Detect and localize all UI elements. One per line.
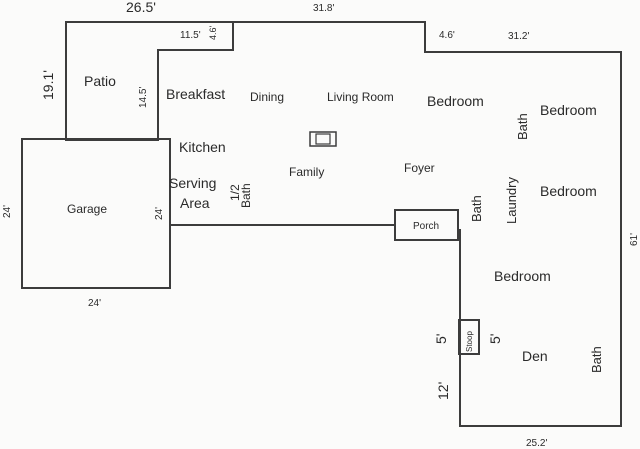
room-living-room: Living Room — [327, 90, 394, 104]
dimension-garage-left: 24' — [2, 205, 13, 218]
room-bath-top: Bath — [515, 113, 530, 140]
room-bedroom-top: Bedroom — [427, 93, 484, 109]
dimension-den-left: 12' — [435, 382, 451, 400]
room-area: Area — [180, 195, 210, 211]
room-family: Family — [289, 165, 324, 179]
room-porch: Porch — [413, 221, 439, 232]
room-half-bath: Bath — [239, 183, 253, 208]
room-foyer: Foyer — [404, 161, 435, 175]
room-patio: Patio — [84, 73, 116, 89]
porch-outline — [394, 209, 459, 241]
dimension-patio-side: 19.1' — [40, 70, 56, 100]
dimension-garage-right: 24' — [154, 207, 165, 220]
dimension-top-left: 26.5' — [126, 0, 156, 15]
room-bedroom-lower: Bedroom — [494, 268, 551, 284]
dimension-stoop-right: 5' — [487, 334, 503, 344]
room-garage: Garage — [67, 202, 107, 216]
dimension-stoop-left: 5' — [433, 334, 449, 344]
room-bath-middle: Bath — [469, 195, 484, 222]
room-bath-bottom: Bath — [589, 346, 604, 373]
room-stoop: Stoop — [465, 331, 474, 352]
room-breakfast: Breakfast — [166, 86, 225, 102]
dimension-top-mid: 31.8' — [313, 3, 334, 14]
dimension-bottom-right: 25.2' — [526, 438, 547, 449]
stoop-outline — [458, 319, 480, 355]
room-half-label: 1/2 — [228, 184, 242, 201]
main-wall — [66, 21, 622, 427]
dimension-top-right: 31.2' — [508, 31, 529, 42]
fireplace-icon — [309, 131, 337, 147]
garage-outline — [21, 138, 171, 289]
dimension-right-side: 61' — [629, 233, 640, 246]
room-bedroom-middle: Bedroom — [540, 183, 597, 199]
room-laundry: Laundry — [504, 177, 519, 224]
room-serving: Serving — [169, 175, 216, 191]
room-dining: Dining — [250, 90, 284, 104]
dimension-breakfast-side: 14.5' — [138, 87, 149, 108]
dimension-garage-bottom: 24' — [88, 298, 101, 309]
room-bedroom-upper-right: Bedroom — [540, 102, 597, 118]
dimension-step-c: 4.6' — [439, 30, 455, 41]
room-den: Den — [522, 348, 548, 364]
dimension-step-b: 4.6' — [208, 25, 218, 40]
room-kitchen: Kitchen — [179, 139, 226, 155]
dimension-step-a: 11.5' — [180, 30, 201, 41]
